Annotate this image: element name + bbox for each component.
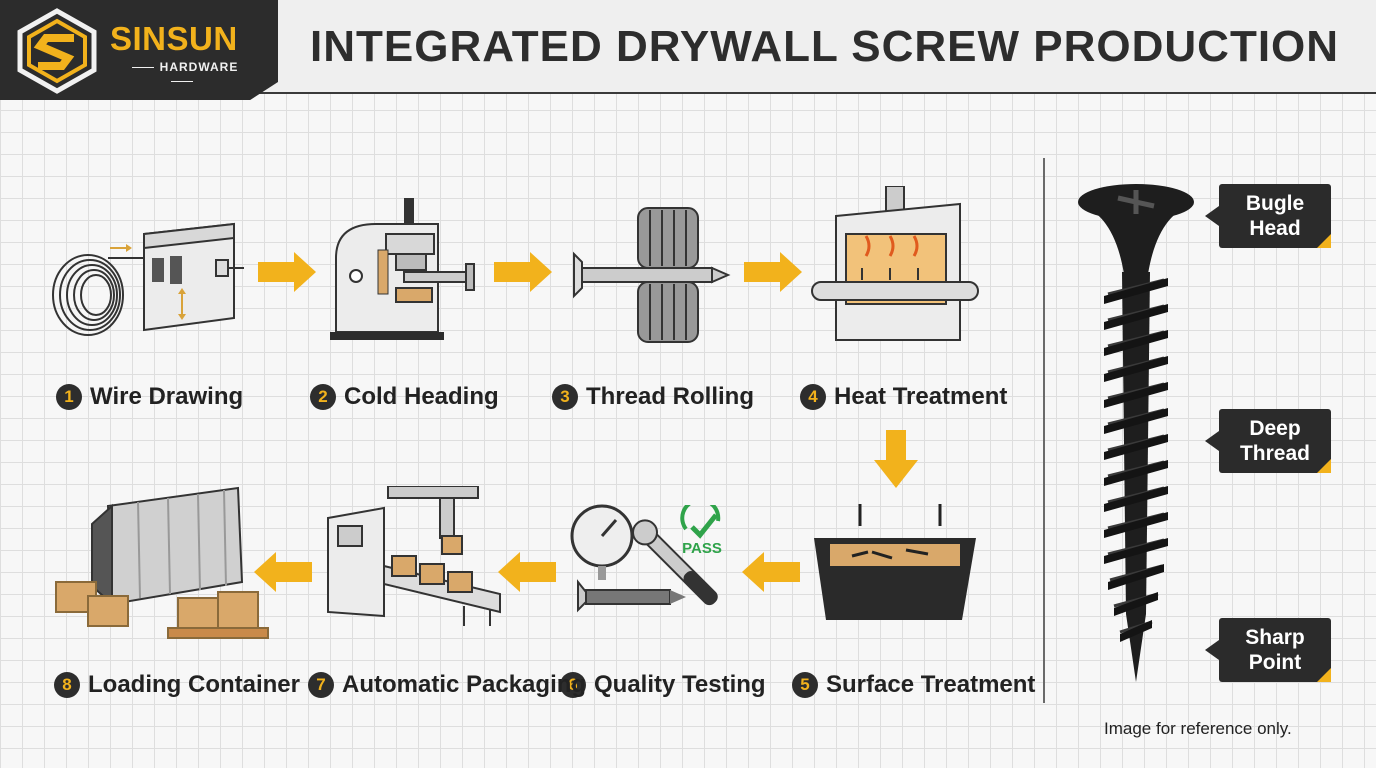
step-number-badge: 7 xyxy=(308,672,334,698)
gauge-and-wrench-icon xyxy=(570,504,718,613)
drywall-screw-icon xyxy=(1078,184,1194,682)
step-title: Quality Testing xyxy=(594,671,766,698)
step-number-badge: 1 xyxy=(56,384,82,410)
step-title: Wire Drawing xyxy=(90,383,244,410)
callout-line: Sharp xyxy=(1245,626,1305,649)
step-label-wire-drawing: 1 Wire Drawing xyxy=(56,382,243,412)
arrow-right-icon xyxy=(744,252,802,292)
step-number-badge: 8 xyxy=(54,672,80,698)
arrow-left-icon xyxy=(498,552,556,592)
header-bar: SINSUN HARDWARE INTEGRATED DRYWALL SCREW… xyxy=(0,0,1376,100)
arrow-right-icon xyxy=(494,252,552,292)
callout-line: Point xyxy=(1248,651,1302,674)
coating-tank-icon xyxy=(814,504,976,620)
logo: SINSUN HARDWARE xyxy=(0,0,278,100)
heat-treatment-furnace-icon xyxy=(811,186,979,341)
step-label-loading-container: 8 Loading Container xyxy=(54,670,300,700)
step-label-thread-rolling: 3 Thread Rolling xyxy=(552,382,754,412)
step-label-automatic-packaging: 7 Automatic Packaging xyxy=(308,670,586,700)
brand-subtitle: HARDWARE xyxy=(112,60,252,88)
arrow-left-icon xyxy=(742,552,800,592)
thread-rolling-dies-icon xyxy=(573,207,731,343)
step-number-badge: 4 xyxy=(800,384,826,410)
step-title: Surface Treatment xyxy=(826,671,1036,698)
callout-deep-thread: Deep Thread xyxy=(1205,409,1331,473)
callout-bugle-head: Bugle Head xyxy=(1205,184,1331,248)
step-title: Thread Rolling xyxy=(586,383,754,410)
pass-check-badge-icon xyxy=(680,505,721,539)
shipping-container-icon xyxy=(55,486,269,639)
packaging-machine-icon xyxy=(327,486,501,626)
step-number-badge: 2 xyxy=(310,384,336,410)
page-title: INTEGRATED DRYWALL SCREW PRODUCTION xyxy=(310,22,1340,71)
step-label-surface-treatment: 5 Surface Treatment xyxy=(792,670,1035,700)
cold-heading-press-icon xyxy=(330,198,475,340)
disclaimer-text: Image for reference only. xyxy=(1104,719,1292,738)
step-title: Loading Container xyxy=(88,671,300,698)
step-number-badge: 5 xyxy=(792,672,818,698)
callout-line: Deep xyxy=(1249,417,1301,440)
sinsun-logo-icon xyxy=(17,8,97,94)
callout-line: Bugle xyxy=(1245,192,1305,215)
arrow-down-icon xyxy=(874,430,918,488)
callout-line: Thread xyxy=(1239,442,1310,465)
step-number-badge: 6 xyxy=(560,672,586,698)
arrow-right-icon xyxy=(258,252,316,292)
step-title: Automatic Packaging xyxy=(342,671,587,698)
wire-drawing-machine-icon xyxy=(52,222,244,336)
pass-badge-label: PASS xyxy=(682,540,722,557)
callout-sharp-point: Sharp Point xyxy=(1205,618,1331,682)
section-divider xyxy=(1043,158,1045,703)
step-number-badge: 3 xyxy=(552,384,578,410)
step-title: Heat Treatment xyxy=(834,383,1008,410)
step-label-heat-treatment: 4 Heat Treatment xyxy=(800,382,1007,412)
step-label-cold-heading: 2 Cold Heading xyxy=(310,382,499,412)
callout-line: Head xyxy=(1249,217,1301,240)
brand-name: SINSUN xyxy=(110,20,238,57)
step-title: Cold Heading xyxy=(344,383,499,410)
step-label-quality-testing: 6 Quality Testing xyxy=(560,670,766,700)
